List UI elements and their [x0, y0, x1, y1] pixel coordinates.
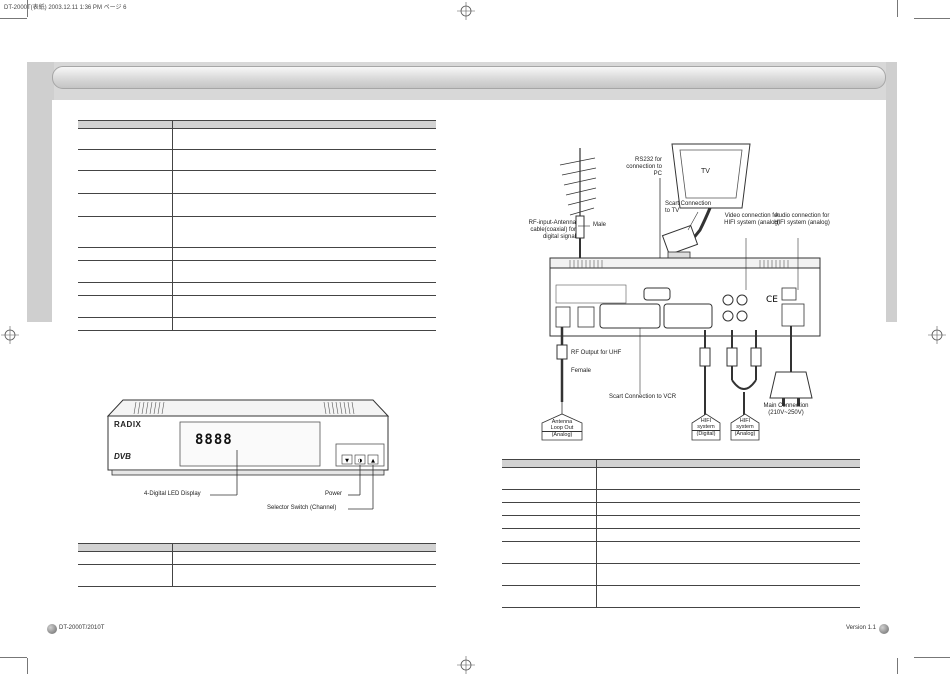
title-banner	[52, 66, 886, 89]
footer-version: Version 1.1	[846, 625, 877, 631]
callout-male: Male	[593, 222, 607, 228]
tv-label: TV	[701, 168, 710, 175]
footer-dot-left	[47, 624, 57, 634]
crop-mark	[0, 657, 27, 658]
box-title: HIFI system	[697, 418, 715, 430]
svg-text:CE: CE	[766, 295, 778, 305]
dvb-logo: DVB	[114, 452, 131, 461]
crop-mark	[897, 658, 898, 674]
box-title: Antenna Loop Out	[550, 419, 574, 431]
connection-diagram: CE	[541, 143, 821, 441]
callout-rs232: RS232 for connection to PC	[626, 157, 662, 177]
crop-mark	[914, 657, 950, 658]
spec-table-1	[78, 120, 436, 331]
front-panel-diagram: ▼ ◑ ▲	[106, 399, 390, 510]
registration-mark	[457, 656, 475, 674]
callout-video-hifi: Video connection for HIFI system (analog…	[724, 213, 780, 226]
spec-table-3	[502, 459, 860, 608]
crop-mark	[914, 18, 950, 19]
led-display: 8888	[195, 432, 233, 448]
callout-rf-output: RF Output for UHF	[571, 350, 622, 356]
side-band-right	[886, 62, 897, 322]
crop-mark	[27, 658, 28, 674]
callout-main-connection: Main Connection (210V~250V)	[763, 403, 809, 416]
box-sub: (Analog)	[731, 430, 759, 437]
box-sub: (Digital)	[692, 430, 720, 437]
brand-logo: RADIX	[114, 420, 142, 429]
footer-model: DT-2000T/2010T	[59, 625, 105, 631]
callout-female: Female	[571, 368, 592, 374]
callout-scart-tv: Scart Connection to TV	[665, 201, 712, 214]
callout-audio-hifi: Audio connection for HIFI system (analog…	[774, 213, 830, 226]
svg-text:▼: ▼	[345, 458, 349, 464]
crop-mark	[0, 18, 27, 19]
callout-power: Power	[325, 491, 343, 497]
box-title: HIFI system	[736, 418, 754, 430]
footer-dot-right	[879, 624, 889, 634]
print-header: DT-2000T(表紙) 2003.12.11 1:36 PM ページ 6	[4, 5, 127, 11]
crop-mark	[27, 0, 28, 17]
svg-text:◑: ◑	[358, 458, 363, 464]
box-sub: (Analog)	[542, 431, 582, 438]
registration-mark	[1, 326, 19, 344]
callout-led-display: 4-Digital LED Display	[144, 491, 201, 497]
crop-mark	[897, 0, 898, 17]
hifi-analog-box: HIFI system (Analog)	[731, 418, 759, 437]
hifi-digital-box: HIFI system (Digital)	[692, 418, 720, 437]
callout-scart-vcr: Scart Connection to VCR	[609, 394, 677, 400]
callout-rf-input: RF-input-Antenna cable(coaxial) for digi…	[528, 220, 576, 240]
svg-text:▲: ▲	[371, 458, 375, 464]
spec-table-2	[78, 543, 436, 587]
side-band-left	[27, 62, 54, 322]
registration-mark	[457, 2, 475, 20]
antenna-loop-out-box: Antenna Loop Out (Analog)	[542, 419, 582, 438]
registration-mark	[928, 326, 946, 344]
callout-selector-switch: Selector Switch (Channel)	[267, 505, 337, 511]
